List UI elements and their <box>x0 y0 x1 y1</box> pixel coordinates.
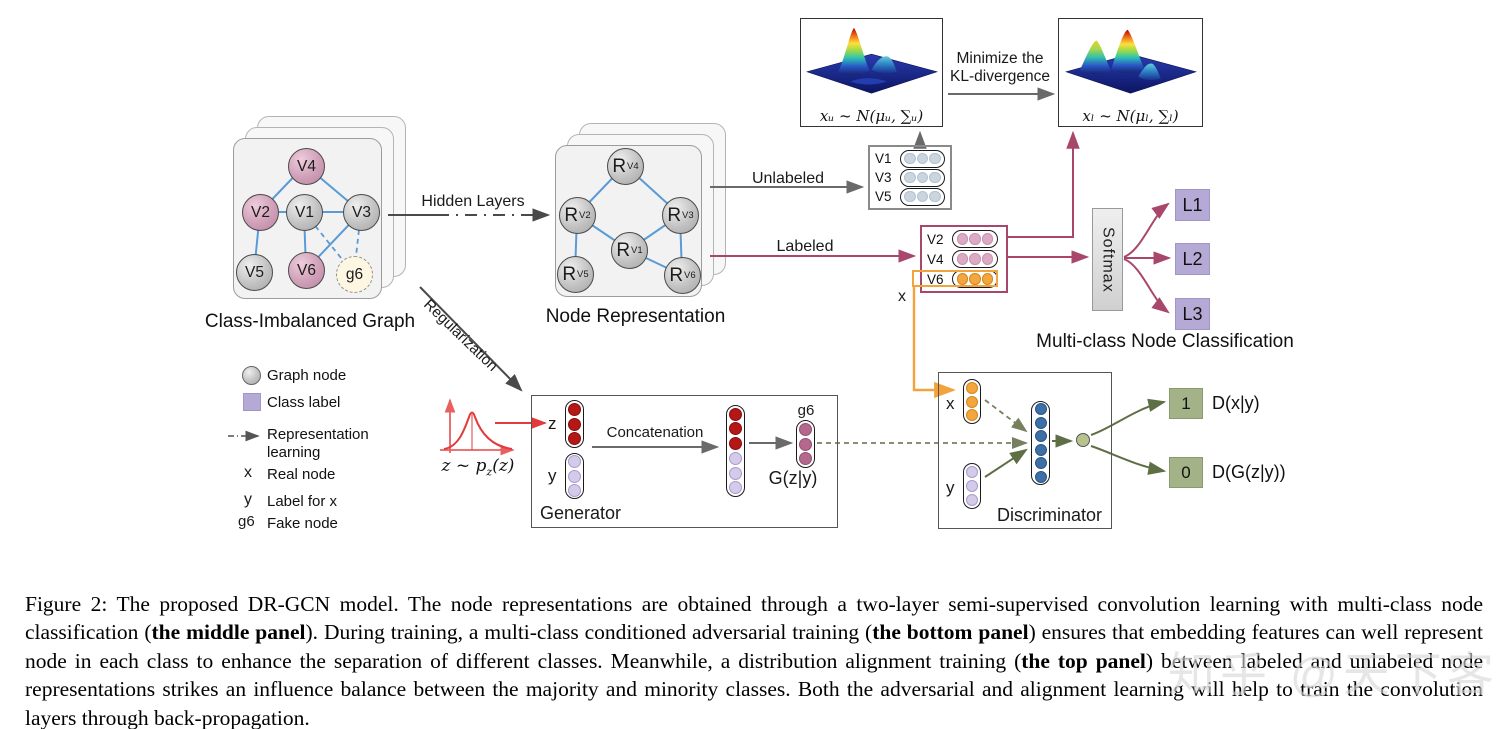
labeled-flow-label: Labeled <box>776 238 834 255</box>
graph-node-g6-fake: g6 <box>336 256 373 293</box>
graph-panel-title: Class-Imbalanced Graph <box>204 311 416 332</box>
output-fake-formula: D(G(z|y)) <box>1212 462 1286 482</box>
real-node-x-label: x <box>898 288 906 305</box>
generator-z-label: z <box>548 414 557 433</box>
noise-distribution-icon <box>440 398 515 456</box>
concatenation-label: Concatenation <box>606 424 704 441</box>
figure-caption: Figure 2: The proposed DR-GCN model. The… <box>25 591 1484 729</box>
generated-fake-vector <box>796 420 815 468</box>
zhihu-watermark: 知乎 @天下客 <box>1168 648 1499 701</box>
graph-node-swatch-icon <box>242 366 261 385</box>
graph-node-v2: V2 <box>242 194 279 231</box>
class-l3-box: L3 <box>1175 298 1210 330</box>
generator-box <box>531 395 838 528</box>
real-node-x-highlight <box>912 270 998 287</box>
labeled-vectors-box: V2 V4 V6 <box>920 225 1008 293</box>
discriminator-hidden-vector <box>1031 401 1050 485</box>
labeled-density-surface-icon <box>1065 29 1197 94</box>
representation-panel-title: Node Representation <box>545 306 726 327</box>
legend-y-desc: Label for x <box>267 493 338 510</box>
labeled-distribution-formula: xₗ ~ N(μₗ, ∑ₗ) <box>1082 107 1179 125</box>
legend-representation-line2: learning <box>267 444 321 461</box>
discriminator-box <box>938 372 1112 529</box>
v3-feature-vector <box>899 168 945 187</box>
output-real-box: 1 <box>1169 388 1203 419</box>
labeled-density-plot: xₗ ~ N(μₗ, ∑ₗ) <box>1058 18 1203 127</box>
noise-formula: z ~ pz(z) <box>441 456 515 479</box>
v5-feature-vector <box>899 187 945 206</box>
generator-title: Generator <box>540 503 622 523</box>
graph-node-v1: V1 <box>286 194 323 231</box>
discriminator-title: Discriminator <box>997 505 1103 525</box>
legend-representation-line1: Representation <box>267 426 369 443</box>
discriminator-output-unit <box>1076 433 1090 447</box>
unlabeled-density-surface-icon <box>806 27 938 94</box>
graph-node-v5: V5 <box>236 254 273 291</box>
graph-node-v4: V4 <box>288 148 325 185</box>
class-l1-box: L1 <box>1175 189 1210 221</box>
graph-node-v6: V6 <box>288 252 325 289</box>
legend-graph-node: Graph node <box>267 367 347 384</box>
output-real-formula: D(x|y) <box>1212 393 1260 413</box>
generator-output-formula: G(z|y) <box>768 468 818 488</box>
generator-y-label: y <box>548 466 557 485</box>
legend-class-label: Class label <box>267 394 341 411</box>
legend-g6-key: g6 <box>238 513 255 530</box>
labeled-row-v2: V2 <box>927 230 1001 248</box>
unlabeled-density-plot: xᵤ ~ N(μᵤ, ∑ᵤ) <box>800 18 943 127</box>
fake-node-g6-label: g6 <box>797 402 815 419</box>
unlabeled-distribution-formula: xᵤ ~ N(μᵤ, ∑ᵤ) <box>819 107 924 125</box>
v4-feature-vector <box>952 250 998 268</box>
labeled-row-v4: V4 <box>927 250 1001 268</box>
v1-feature-vector <box>899 149 945 168</box>
representation-learning-arrow-icon <box>228 430 260 442</box>
discriminator-y-label: y <box>946 478 955 497</box>
unlabeled-vectors-box: V1 V3 V5 <box>868 145 952 210</box>
v2-feature-vector <box>952 230 998 248</box>
concatenated-vector <box>726 405 745 497</box>
graph-node-v3: V3 <box>343 194 380 231</box>
hidden-layers-label: Hidden Layers <box>421 193 525 210</box>
discriminator-x-label: x <box>946 394 955 413</box>
softmax-layer: Softmax <box>1092 208 1123 311</box>
legend-y-key: y <box>244 491 252 508</box>
real-node-vector <box>963 379 981 424</box>
unlabeled-row-v5: V5 <box>875 187 945 206</box>
legend-g6-desc: Fake node <box>267 515 338 532</box>
unlabeled-row-v3: V3 <box>875 168 945 187</box>
class-l2-box: L2 <box>1175 243 1210 275</box>
y-label-vector-generator <box>565 453 584 499</box>
unlabeled-flow-label: Unlabeled <box>751 170 825 187</box>
output-fake-box: 0 <box>1169 457 1203 488</box>
class-label-swatch-icon <box>243 393 261 411</box>
classification-title: Multi-class Node Classification <box>1036 331 1294 352</box>
legend-x-desc: Real node <box>267 466 336 483</box>
y-label-vector-discriminator <box>963 463 981 509</box>
unlabeled-row-v1: V1 <box>875 149 945 168</box>
legend-x-key: x <box>244 464 252 481</box>
kl-divergence-label: Minimize the KL-divergence <box>950 50 1050 85</box>
z-noise-vector <box>565 400 584 448</box>
